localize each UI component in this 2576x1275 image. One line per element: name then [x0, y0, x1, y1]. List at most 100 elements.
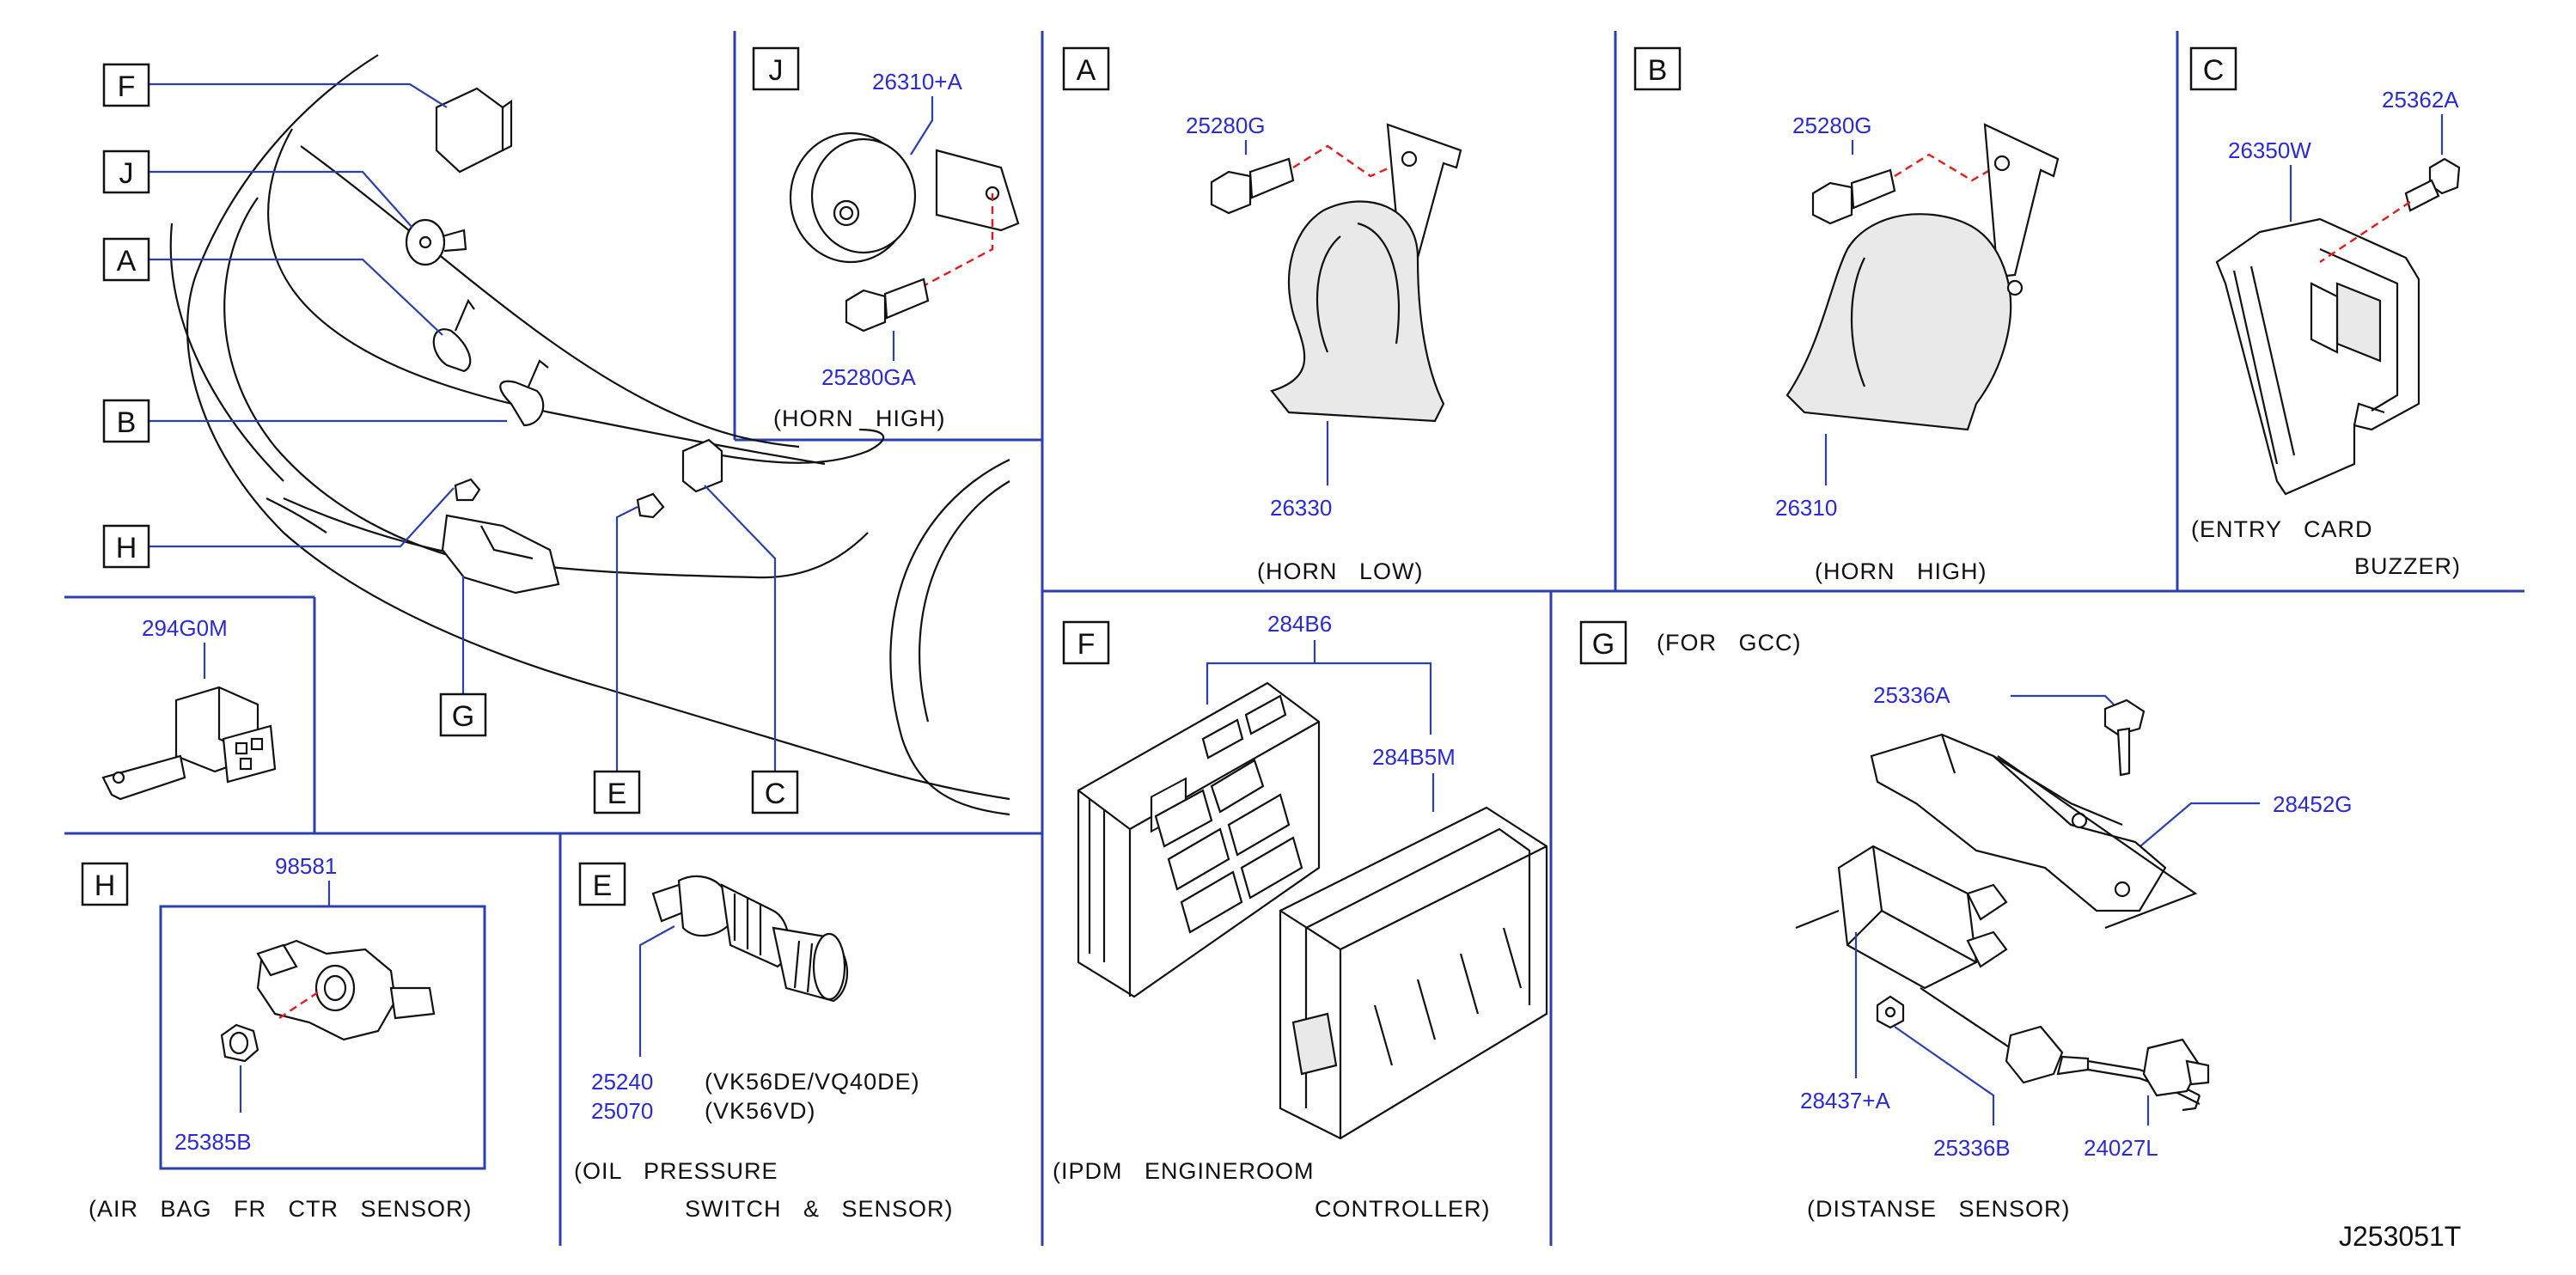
section-label-e: E	[607, 778, 627, 810]
part-number-24027l: 24027L	[2084, 1135, 2158, 1161]
caption-oil-pressure-line1: (OIL PRESSURE	[574, 1158, 778, 1184]
part-number-28452g: 28452G	[2273, 791, 2353, 817]
panel-c-letter: C	[2203, 54, 2225, 87]
section-label-g: G	[452, 700, 474, 733]
overview-switch-e-icon	[636, 492, 665, 519]
caption-horn-high-j: (HORN HIGH)	[773, 406, 945, 431]
diagram-reference-id: J253051T	[2339, 1221, 2461, 1252]
overview-buzzer-c-icon	[681, 438, 723, 493]
section-label-f: F	[118, 70, 136, 103]
part-number-25280g-b: 25280G	[1792, 113, 1872, 138]
section-box-c	[751, 770, 799, 814]
panel-c-letter-box	[2189, 46, 2237, 91]
section-box-b	[102, 399, 150, 443]
panel-f: F 284B6 284B5M	[1053, 611, 1548, 1222]
entry-card-buzzer-drawing	[2215, 217, 2420, 496]
part-number-98581: 98581	[275, 853, 337, 879]
caption-distance-sensor: (DISTANSE SENSOR)	[1807, 1196, 2071, 1222]
overview-letter-boxes: F J A B H G E C	[102, 63, 799, 814]
caption-horn-high-b: (HORN HIGH)	[1815, 558, 1987, 584]
overview-leaders	[149, 82, 777, 782]
panel-b-letter-box	[1633, 46, 1682, 91]
section-label-a: A	[117, 245, 137, 278]
panel-g-letter: G	[1592, 628, 1615, 661]
vehicle-overview	[169, 54, 1010, 816]
ipdm-module-drawing	[1077, 681, 1321, 998]
caption-oil-pressure-line2: SWITCH & SENSOR)	[685, 1196, 954, 1222]
caption-ipdm-line1: (IPDM ENGINEROOM	[1053, 1158, 1315, 1184]
panel-a-letter: A	[1077, 54, 1096, 87]
section-box-j	[102, 149, 150, 194]
harness-24027l-drawing	[2005, 1025, 2210, 1112]
panel-dividers	[64, 31, 2524, 1246]
note-for-gcc: (FOR GCC)	[1657, 630, 1801, 656]
caption-horn-low: (HORN LOW)	[1257, 558, 1424, 584]
ipdm-frame-drawing	[1279, 806, 1548, 1140]
section-box-f	[102, 63, 150, 107]
panel-e-letter: E	[593, 869, 613, 902]
panel-j-letter: J	[769, 54, 784, 87]
part-number-25070: 25070	[591, 1098, 653, 1124]
panel-f-letter-box	[1062, 620, 1110, 665]
module-294g0m-drawing	[101, 686, 277, 801]
screw-25362a-drawing	[2404, 157, 2461, 212]
caption-entry-card-line1: (ENTRY CARD	[2191, 516, 2373, 542]
panel-c: C 25362A 26350W (ENTRY CARD BUZZER)	[2189, 46, 2461, 579]
part-number-25280ga: 25280GA	[821, 364, 917, 390]
part-number-26310: 26310	[1775, 495, 1837, 521]
part-number-26350w: 26350W	[2228, 137, 2311, 163]
panel-a-letter-box	[1062, 46, 1110, 91]
part-number-284b5m: 284B5M	[1372, 744, 1456, 770]
overview-sensor-h-icon	[454, 478, 481, 502]
section-label-h: H	[116, 532, 137, 564]
panel-f-letter: F	[1077, 628, 1096, 661]
bolt-25280g-a-drawing	[1210, 157, 1295, 215]
section-label-c: C	[765, 778, 786, 810]
panel-b: B 25280G 26310 (HORN HIGH)	[1633, 46, 2060, 584]
part-number-25336b: 25336B	[1933, 1135, 2011, 1161]
part-number-25336a: 25336A	[1873, 682, 1950, 708]
bolt-25336a-drawing	[2103, 699, 2146, 777]
part-number-25240: 25240	[591, 1069, 653, 1095]
panel-e-letter-box	[578, 862, 626, 906]
bolt-25280g-b-drawing	[1811, 168, 1896, 225]
part-number-25362a: 25362A	[2382, 87, 2459, 113]
overview-distance-g-icon	[441, 514, 560, 595]
panel-e: E 25240 (VK56DE/VQ40DE) 25070 (VK56VD) (…	[574, 862, 954, 1222]
part-number-294g0m: 294G0M	[142, 615, 228, 641]
horn-low-drawing	[1270, 123, 1462, 423]
part-number-26330: 26330	[1270, 495, 1332, 521]
panel-j: J 26310+A 25280GA (HORN HIGH)	[752, 46, 1020, 431]
panel-a: A 25280G 26330 (HORN LOW)	[1062, 46, 1462, 584]
panel-g-letter-box	[1579, 620, 1627, 665]
section-label-j: J	[119, 157, 134, 190]
section-box-a	[102, 237, 150, 282]
part-number-25280g-a: 25280G	[1186, 113, 1266, 138]
caption-entry-card-line2: BUZZER)	[2354, 553, 2461, 579]
airbag-sensor-drawing	[256, 939, 436, 1041]
section-box-e	[593, 770, 641, 814]
oil-pressure-switch-drawing	[651, 875, 849, 1003]
section-box-g	[439, 692, 487, 737]
bracket-28452g-drawing	[1870, 733, 2198, 930]
caption-ipdm-line2: CONTROLLER)	[1315, 1196, 1491, 1222]
horn-high-b-drawing	[1785, 123, 2060, 431]
section-label-b: B	[117, 406, 137, 439]
caption-air-bag-sensor: (AIR BAG FR CTR SENSOR)	[89, 1196, 473, 1222]
part-number-284b6: 284B6	[1267, 611, 1332, 637]
module-28437a-drawing	[1795, 845, 2037, 1066]
overview-horn-b-icon	[499, 359, 549, 427]
airbag-sensor-frame	[159, 905, 486, 1170]
note-vk56vd: (VK56VD)	[705, 1098, 816, 1124]
overview-horn-a-icon	[432, 298, 475, 373]
nut-25385b-drawing	[220, 1023, 259, 1063]
part-number-28437a: 28437+A	[1800, 1088, 1890, 1113]
overview-ipdm-icon	[435, 87, 513, 174]
bolt-25280ga-drawing	[845, 278, 930, 332]
nut-25336b-drawing	[1876, 995, 1905, 1029]
part-number-25385b: 25385B	[174, 1129, 252, 1155]
section-box-h	[102, 524, 150, 569]
part-number-26310a: 26310+A	[872, 69, 962, 95]
note-vk56de-vq40de: (VK56DE/VQ40DE)	[705, 1069, 920, 1095]
